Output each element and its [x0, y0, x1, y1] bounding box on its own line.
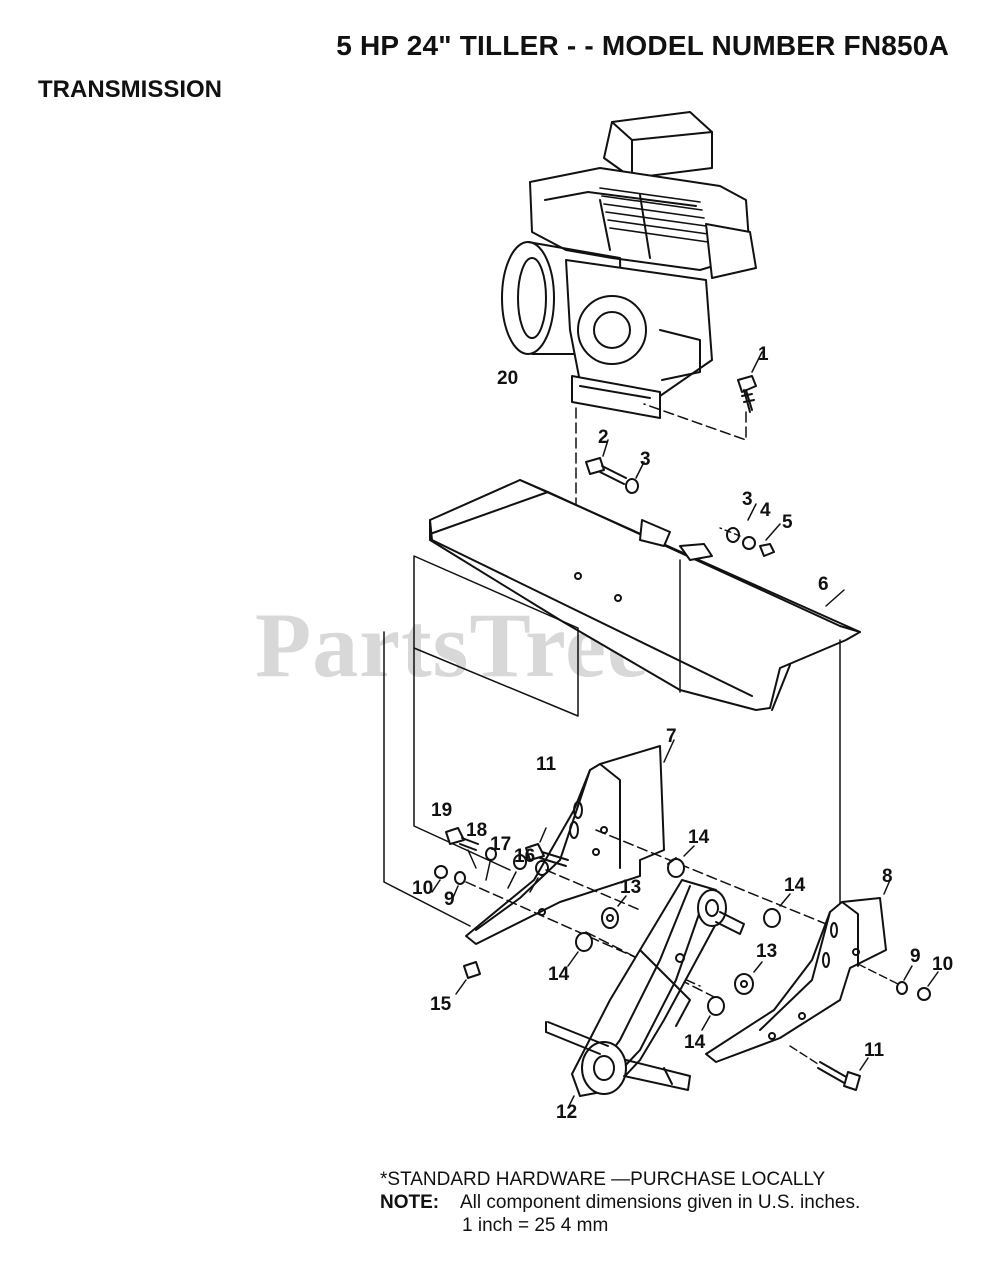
transmission-case-part-12 — [545, 879, 745, 1097]
callout-13-b: 13 — [756, 941, 777, 962]
nut-part-15 — [463, 961, 481, 979]
callout-20: 20 — [497, 368, 518, 389]
callout-10-b: 10 — [932, 954, 953, 975]
page-title: 5 HP 24" TILLER - - MODEL NUMBER FN850A — [336, 30, 949, 61]
callout-3-b: 3 — [742, 489, 753, 510]
note-label: NOTE: — [380, 1192, 440, 1213]
callout-13: 13 — [620, 877, 641, 898]
bolt-part-11b — [817, 1061, 861, 1091]
dimensions-note: NOTE: All component dimensions given in U… — [380, 1191, 860, 1214]
callout-12: 12 — [556, 1102, 577, 1123]
washer-part-18 — [485, 847, 497, 861]
callout-11-b: 11 — [864, 1040, 885, 1061]
bearing-part-14b — [763, 908, 781, 928]
bearing-part-14c — [575, 932, 593, 952]
tine-shield-part-6 — [429, 479, 861, 711]
bolt-part-19 — [445, 827, 465, 845]
side-plate-part-8 — [705, 897, 887, 1063]
callout-8: 8 — [882, 866, 893, 887]
callout-9: 9 — [444, 889, 455, 910]
bolt-part-11 — [525, 843, 569, 867]
standard-hardware-note: *STANDARD HARDWARE —PURCHASE LOCALLY — [380, 1169, 826, 1190]
callout-3: 3 — [640, 449, 651, 470]
lock-washer-part-4 — [742, 536, 756, 550]
thrust-washer-part-13b — [734, 973, 754, 995]
callout-6: 6 — [818, 574, 829, 595]
callout-18: 18 — [466, 820, 487, 841]
section-title: TRANSMISSION — [38, 76, 223, 103]
callout-14-b: 14 — [784, 875, 806, 896]
callout-14: 14 — [688, 827, 710, 848]
bolt-part-1 — [737, 375, 757, 413]
callout-10: 10 — [412, 878, 433, 899]
callout-11: 11 — [536, 754, 557, 775]
callout-14-d: 14 — [684, 1032, 706, 1053]
washer-part-16 — [535, 860, 549, 876]
washer-part-3 — [625, 478, 639, 494]
bolt-part-2 — [585, 457, 627, 485]
engine-part-20 — [501, 111, 757, 419]
bearing-part-14 — [667, 857, 685, 878]
callout-7: 7 — [666, 726, 677, 747]
washer-part-9b — [896, 981, 908, 995]
callout-9-b: 9 — [910, 946, 921, 967]
bearing-part-14d — [707, 996, 725, 1016]
side-plate-part-7 — [465, 745, 665, 945]
callout-2: 2 — [598, 427, 609, 448]
callout-5: 5 — [782, 512, 793, 533]
nut-part-5 — [759, 543, 775, 557]
conversion-note: 1 inch = 25 4 mm — [462, 1215, 609, 1236]
callout-19: 19 — [431, 800, 452, 821]
footnotes: *STANDARD HARDWARE —PURCHASE LOCALLY NOT… — [380, 1168, 860, 1237]
thrust-washer-part-13 — [601, 907, 619, 929]
nut-part-10b — [917, 987, 931, 1001]
callout-14-c: 14 — [548, 964, 570, 985]
callout-1: 1 — [758, 344, 769, 365]
callout-16: 16 — [514, 846, 535, 867]
callout-17: 17 — [490, 834, 511, 855]
washer-part-9 — [454, 871, 466, 885]
note-text: All component dimensions given in U.S. i… — [460, 1192, 861, 1213]
nut-part-10 — [434, 865, 448, 879]
washer-part-17 — [513, 854, 527, 870]
callout-4: 4 — [760, 500, 771, 521]
callout-15: 15 — [430, 994, 452, 1015]
